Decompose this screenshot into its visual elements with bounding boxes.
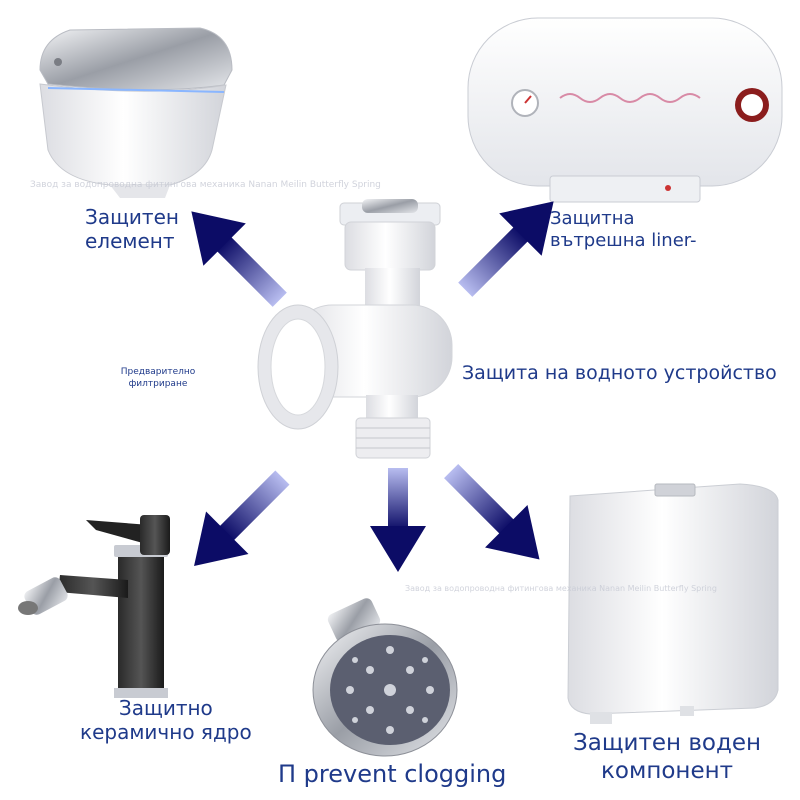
label-toilet-element: Защитен елемент [85,205,179,253]
water-heater-image [467,17,783,203]
arrow-to-tank [444,464,540,560]
watermark-top: Завод за водопроводна фитингова механика… [30,180,381,190]
watermark-middle: Завод за водопроводна фитингова механика… [405,584,717,593]
arrow-to-heater [458,201,554,297]
basin-faucet-image [18,515,170,698]
label-ceramic-core: Защитно керамично ядро [80,696,252,744]
label-water-component: Защитен воден компонент [573,730,762,784]
label-water-device-protection: Защита на водното устройство [462,362,777,384]
tee-valve-image [257,199,453,459]
cistern-tank-image [567,483,779,724]
arrow-to-faucet [194,470,290,566]
arrow-to-toilet [191,211,287,307]
arrow-to-shower [370,468,426,572]
label-heater-liner: Защитна вътрешна liner- [550,208,697,251]
label-prefiltration: Предварително филтриране [120,367,196,389]
label-prevent-clogging: П prevent clogging [278,760,507,788]
shower-head-image [312,598,458,757]
smart-toilet-image [39,27,233,198]
